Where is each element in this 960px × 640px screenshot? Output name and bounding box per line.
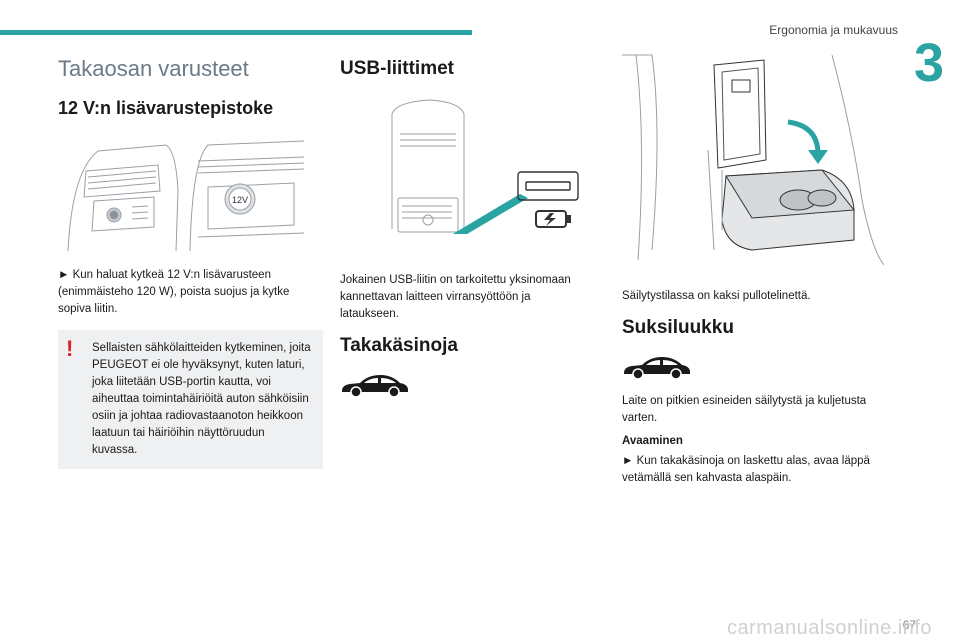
armrest-heading: Takakäsinoja xyxy=(340,335,458,356)
header-accent-bar xyxy=(0,30,472,35)
socket-heading: 12 V:n lisävarustepistoke xyxy=(58,98,274,118)
socket-instruction: ► Kun haluat kytkeä 12 V:n lisävarusteen… xyxy=(58,269,290,315)
warning-icon: ! xyxy=(66,336,74,361)
ski-hatch-text: Laite on pitkien esineiden säilytystä ja… xyxy=(622,395,867,424)
opening-label: Avaaminen xyxy=(622,435,683,447)
usb-illustration xyxy=(391,99,579,234)
armrest-illustration xyxy=(622,54,884,266)
car-silhouette-icon xyxy=(342,375,408,398)
middle-column: USB-liittimet Jokainen USB-liitin on tar… xyxy=(340,50,590,399)
opening-text: ► Kun takakäsinoja on laskettu alas, ava… xyxy=(622,455,870,484)
ski-hatch-heading: Suksiluukku xyxy=(622,317,734,338)
page-number: 67 xyxy=(902,618,916,632)
storage-text: Säilytystilassa on kaksi pullotelinettä. xyxy=(622,290,811,302)
section-name: Ergonomia ja mukavuus xyxy=(769,23,898,37)
socket-illustration: 12V xyxy=(67,140,305,252)
right-column: Säilytystilassa on kaksi pullotelinettä.… xyxy=(622,50,884,495)
page-title: Takaosan varusteet xyxy=(58,56,249,81)
battery-charge-icon xyxy=(535,210,571,228)
chapter-number: 3 xyxy=(913,33,944,93)
socket-label: 12V xyxy=(232,195,248,205)
usb-heading: USB-liittimet xyxy=(340,58,454,79)
watermark: carmanualsonline.info xyxy=(726,617,932,639)
usb-text: Jokainen USB-liitin on tarkoitettu yksin… xyxy=(340,274,571,320)
warning-box: ! Sellaisten sähkölaitteiden kytkeminen,… xyxy=(58,330,323,469)
left-column: Takaosan varusteet 12 V:n lisävarustepis… xyxy=(58,50,323,469)
warning-text: Sellaisten sähkölaitteiden kytkeminen, j… xyxy=(92,342,311,456)
car-silhouette-icon-2 xyxy=(624,357,690,380)
